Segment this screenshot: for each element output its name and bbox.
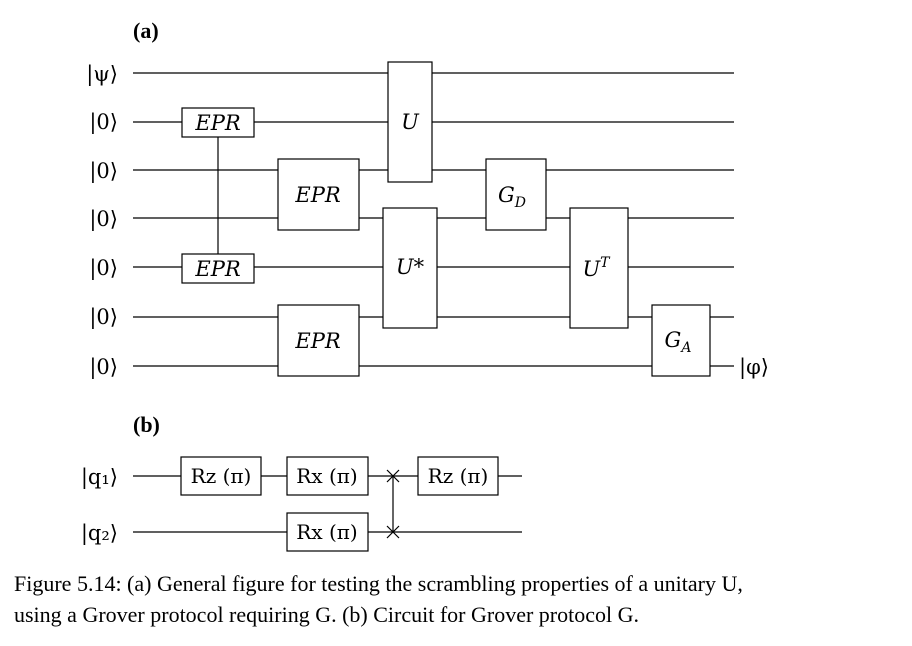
rx-gate-2: [286, 512, 369, 552]
rz-label-2: Rz (π): [428, 464, 489, 488]
input-zero-label-1: |0⟩: [89, 110, 118, 135]
u-transpose-gate: [569, 207, 629, 329]
g-d-subscript: D: [514, 195, 526, 211]
input-zero-label-4: |0⟩: [89, 256, 118, 281]
panel-b-label: (b): [133, 412, 160, 437]
panel-b-gate-labels: Rz (π) Rx (π) Rx (π) Rz (π): [191, 464, 489, 544]
epr-label-low: EPR: [294, 329, 340, 353]
epr-label-top: EPR: [194, 111, 240, 135]
u-transpose-superscript: T: [600, 255, 611, 271]
input-zero-label-5: |0⟩: [89, 305, 118, 330]
epr-gate-top: [181, 107, 255, 138]
input-zero-label-6: |0⟩: [89, 355, 118, 380]
input-zero-label-2: |0⟩: [89, 159, 118, 184]
rz-gate-1: [180, 456, 262, 496]
epr-gate-bottom: [181, 253, 255, 284]
caption-line-1: Figure 5.14: (a) General figure for test…: [14, 571, 743, 596]
rz-gate-2: [417, 456, 499, 496]
u-conj-label: U*: [396, 255, 425, 279]
u-label: U: [401, 110, 420, 134]
figure-caption: Figure 5.14: (a) General figure for test…: [14, 568, 904, 630]
g-d-gate: [485, 158, 547, 231]
swap-cross-bottom-b: [386, 525, 400, 539]
epr-gate-mid: [277, 158, 360, 231]
u-transpose-main: U: [582, 257, 601, 281]
panel-b-gate-boxes: [180, 456, 499, 552]
output-phi-label: |φ⟩: [739, 355, 769, 380]
g-a-label: GA: [665, 328, 692, 356]
epr-label-mid: EPR: [294, 183, 340, 207]
panel-a-gate-boxes: [181, 61, 711, 377]
panel-a-gate-labels: EPR EPR EPR EPR U U* GD UT GA: [194, 110, 691, 356]
rx-label-1: Rx (π): [296, 464, 357, 488]
g-d-main: G: [498, 183, 515, 207]
u-gate: [387, 61, 433, 183]
g-d-label: GD: [498, 183, 526, 211]
input-q2-label: |q₂⟩: [81, 521, 118, 546]
rx-gate-1: [286, 456, 369, 496]
input-psi-label: |ψ⟩: [86, 62, 118, 87]
rx-label-2: Rx (π): [296, 520, 357, 544]
g-a-main: G: [665, 328, 682, 352]
g-a-gate: [651, 304, 711, 377]
panel-a-inputs: |ψ⟩ |0⟩ |0⟩ |0⟩ |0⟩ |0⟩ |0⟩: [86, 62, 118, 380]
epr-label-bottom: EPR: [194, 257, 240, 281]
caption-line-2: using a Grover protocol requiring G. (b)…: [14, 602, 640, 627]
u-conj-gate: [382, 207, 438, 329]
epr-gate-low: [277, 304, 360, 377]
swap-cross-top-b: [386, 469, 400, 483]
input-zero-label-3: |0⟩: [89, 207, 118, 232]
panel-b-inputs: |q₁⟩ |q₂⟩: [81, 465, 118, 546]
input-q1-label: |q₁⟩: [81, 465, 118, 490]
u-transpose-label: UT: [582, 255, 611, 281]
rz-label-1: Rz (π): [191, 464, 252, 488]
panel-a-label: (a): [133, 18, 159, 43]
g-a-subscript: A: [679, 340, 691, 356]
